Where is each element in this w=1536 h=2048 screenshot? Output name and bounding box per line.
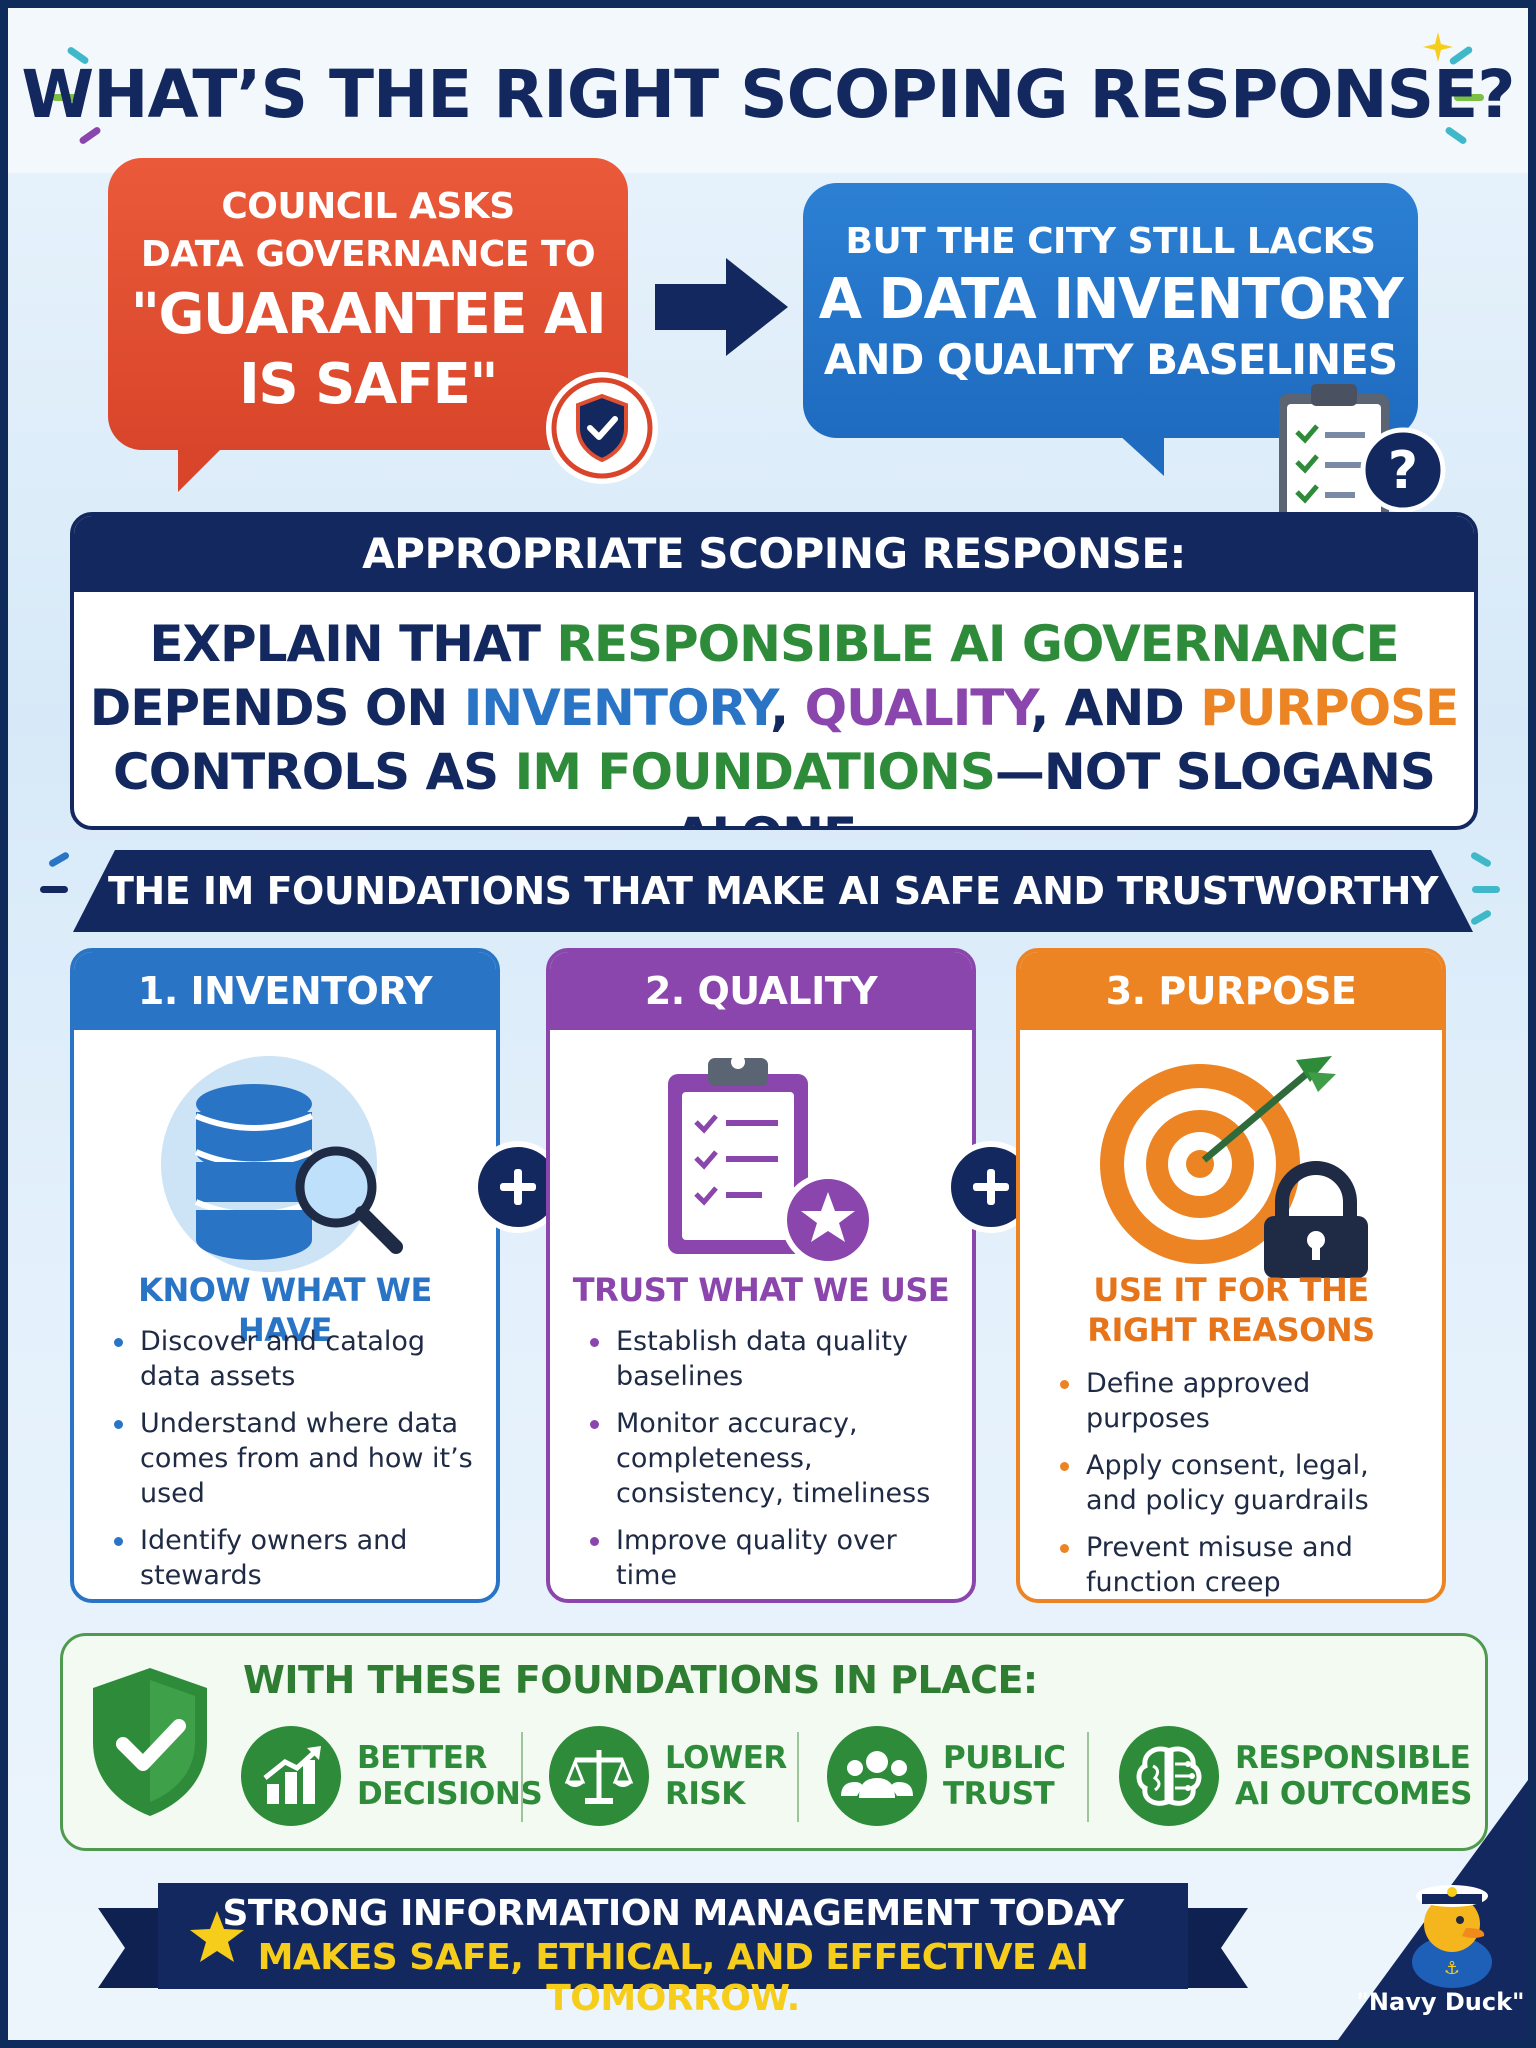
shield-check-icon xyxy=(546,372,658,484)
shield-check-icon xyxy=(93,1668,207,1816)
outcome-label: LOWER RISK xyxy=(665,1740,787,1812)
response-highlight-purpose: PURPOSE xyxy=(1200,679,1459,737)
divider xyxy=(1087,1732,1089,1822)
outcomes-heading: WITH THESE FOUNDATIONS IN PLACE: xyxy=(243,1658,1038,1702)
growth-chart-icon xyxy=(241,1726,341,1826)
page-title: WHAT’S THE RIGHT SCOPING RESPONSE? xyxy=(21,56,1515,133)
star-sparkle-icon xyxy=(1423,32,1453,62)
pillar-subtitle: TRUST WHAT WE USE xyxy=(572,1271,950,1309)
response-text: DEPENDS ON xyxy=(89,679,464,737)
outcome-label: BETTER DECISIONS xyxy=(357,1740,543,1812)
request-line-4: IS SAFE" xyxy=(238,352,499,417)
outcome-line: RESPONSIBLE xyxy=(1235,1740,1471,1776)
arrow-icon xyxy=(655,284,733,330)
target-lock-icon xyxy=(1100,1056,1368,1278)
response-text: EXPLAIN THAT xyxy=(149,615,557,673)
pillar-card-inventory: 1. INVENTORY KNOW WHAT WE HAVE Discover … xyxy=(70,948,500,1603)
sparkle-icon xyxy=(40,886,68,893)
reality-bubble-tail xyxy=(1118,434,1164,476)
banner-line-2: MAKES SAFE, ETHICAL, AND EFFECTIVE AI TO… xyxy=(257,1937,1089,2019)
response-text: CONTROLS AS xyxy=(113,743,515,801)
bullet-item: Establish data quality baselines xyxy=(586,1324,956,1394)
sparkle-icon xyxy=(52,94,82,101)
response-highlight-governance: RESPONSIBLE AI GOVERNANCE xyxy=(556,615,1399,673)
pillar-title: 1. INVENTORY xyxy=(74,952,496,1030)
closing-banner: STRONG INFORMATION MANAGEMENT TODAY MAKE… xyxy=(158,1883,1188,2019)
response-statement: EXPLAIN THAT RESPONSIBLE AI GOVERNANCE D… xyxy=(74,592,1474,826)
request-bubble: COUNCIL ASKS DATA GOVERNANCE TO "GUARANT… xyxy=(108,158,628,450)
response-text: , xyxy=(770,679,805,737)
outcome-line: TRUST xyxy=(943,1776,1055,1812)
outcome-line: BETTER xyxy=(357,1740,487,1776)
response-line-3: CONTROLS AS IM FOUNDATIONS—NOT SLOGANS A… xyxy=(74,740,1474,826)
outcome-label: RESPONSIBLE AI OUTCOMES xyxy=(1235,1740,1472,1812)
pillar-card-purpose-controls: 3. PURPOSE CONTROLS USE IT FOR THE RIGHT… xyxy=(1016,948,1446,1603)
infographic: WHAT’S THE RIGHT SCOPING RESPONSE? COUNC… xyxy=(8,8,1528,2040)
clipboard-question-icon: ? xyxy=(1279,384,1446,524)
request-bubble-tail xyxy=(178,444,226,492)
divider xyxy=(797,1732,799,1822)
request-line-2: DATA GOVERNANCE TO xyxy=(140,234,596,275)
response-heading: APPROPRIATE SCOPING RESPONSE: xyxy=(74,516,1474,592)
outcomes-panel: WITH THESE FOUNDATIONS IN PLACE: BETTER … xyxy=(60,1633,1488,1851)
sparkle-icon xyxy=(1469,850,1493,869)
bullet-item: Monitor accuracy, completeness, consiste… xyxy=(586,1406,956,1511)
pillar-title: 2. QUALITY xyxy=(550,952,972,1030)
bullet-item: Define approved purposes xyxy=(1056,1366,1426,1436)
bullet-item: Improve quality over time xyxy=(586,1523,956,1593)
sparkle-icon xyxy=(47,850,71,869)
svg-text:?: ? xyxy=(1388,441,1418,501)
response-highlight-inventory: INVENTORY xyxy=(463,679,771,737)
response-highlight-quality: QUALITY xyxy=(804,679,1032,737)
reality-line-3: AND QUALITY BASELINES xyxy=(823,335,1398,384)
response-text: , AND xyxy=(1030,679,1201,737)
clipboard-star-icon xyxy=(668,1055,875,1267)
foundations-ribbon: THE IM FOUNDATIONS THAT MAKE AI SAFE AND… xyxy=(73,850,1473,932)
outcome-line: PUBLIC xyxy=(943,1740,1066,1776)
brain-circuit-icon xyxy=(1119,1726,1219,1826)
bullet-item: Identify owners and stewards xyxy=(110,1523,480,1593)
reality-line-1: BUT THE CITY STILL LACKS xyxy=(845,221,1376,262)
svg-text:⚓: ⚓ xyxy=(1444,1958,1460,1979)
bullet-item: Discover and catalog data assets xyxy=(110,1324,480,1394)
sparkle-icon xyxy=(1472,886,1500,893)
scoping-response-box: APPROPRIATE SCOPING RESPONSE: EXPLAIN TH… xyxy=(70,512,1478,830)
reality-line-2: A DATA INVENTORY xyxy=(818,267,1404,332)
sparkle-icon xyxy=(1469,908,1493,927)
outcome-line: DECISIONS xyxy=(357,1776,543,1812)
star-icon xyxy=(190,1911,244,1962)
banner-line-1: STRONG INFORMATION MANAGEMENT TODAY xyxy=(222,1893,1124,1934)
pillar-bullets: Define approved purposes Apply consent, … xyxy=(1056,1366,1426,1599)
bullet-item: Apply consent, legal, and policy guardra… xyxy=(1056,1448,1426,1518)
outcome-line: AI OUTCOMES xyxy=(1235,1776,1472,1812)
database-magnifier-icon xyxy=(161,1056,403,1272)
request-line-1: COUNCIL ASKS xyxy=(221,186,515,227)
outcome-line: RISK xyxy=(665,1776,745,1812)
divider xyxy=(521,1732,523,1822)
response-line-2: DEPENDS ON INVENTORY, QUALITY, AND PURPO… xyxy=(74,676,1474,740)
outcome-label: PUBLIC TRUST xyxy=(943,1740,1066,1812)
pillar-subtitle: KNOW WHAT WE HAVE xyxy=(138,1271,432,1349)
pillar-bullets: Establish data quality baselines Monitor… xyxy=(586,1324,956,1599)
response-text: —NOT SLOGANS ALONE. xyxy=(674,743,1436,826)
navy-duck-mascot: ⚓ xyxy=(1412,1885,1492,1988)
mascot-caption: "Navy Duck" xyxy=(1356,1988,1525,2016)
pillar-title: 3. PURPOSE CONTROLS xyxy=(1020,952,1442,1091)
bullet-item: Understand where data comes from and how… xyxy=(110,1406,480,1511)
arrow-head-icon xyxy=(726,258,788,356)
title-bar: WHAT’S THE RIGHT SCOPING RESPONSE? xyxy=(8,8,1528,173)
pillar-bullets: Discover and catalog data assets Underst… xyxy=(110,1324,480,1599)
bullet-item: Prevent misuse and function creep xyxy=(1056,1530,1426,1599)
pillar-subtitle: USE IT FOR THE RIGHT REASONS xyxy=(1087,1271,1375,1349)
outcome-line: LOWER xyxy=(665,1740,787,1776)
people-group-icon xyxy=(827,1726,927,1826)
balance-scale-icon xyxy=(549,1726,649,1826)
response-highlight-im-foundations: IM FOUNDATIONS xyxy=(514,743,996,801)
response-line-1: EXPLAIN THAT RESPONSIBLE AI GOVERNANCE xyxy=(74,612,1474,676)
sparkle-icon xyxy=(1454,94,1484,101)
pillar-card-quality: 2. QUALITY TRUST WHAT WE USE Establish d… xyxy=(546,948,976,1603)
request-line-3: "GUARANTEE AI xyxy=(130,282,607,347)
